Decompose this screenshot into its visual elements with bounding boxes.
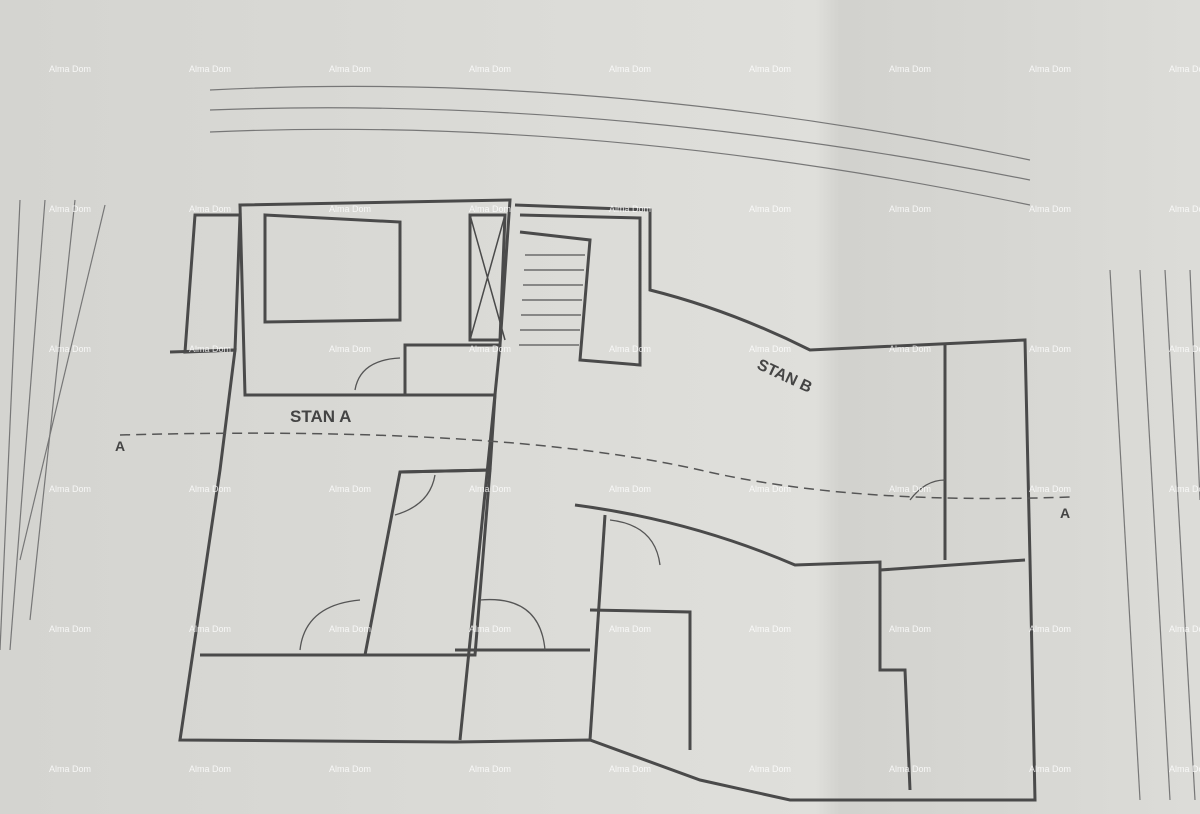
unit-label-stan-a: STAN A bbox=[290, 407, 352, 426]
watermark-text: Alma Dom bbox=[1168, 204, 1200, 214]
watermark-text: Alma Dom bbox=[48, 344, 92, 354]
watermark-text: Alma Dom bbox=[328, 484, 372, 494]
watermark-text: Alma Dom bbox=[608, 204, 652, 214]
watermark-text: Alma Dom bbox=[888, 764, 932, 774]
watermark-text: Alma Dom bbox=[1028, 484, 1072, 494]
section-mark-left: A bbox=[115, 438, 126, 454]
watermark-text: Alma Dom bbox=[48, 764, 92, 774]
watermark-text: Alma Dom bbox=[608, 484, 652, 494]
watermark-text: Alma Dom bbox=[888, 344, 932, 354]
watermark-text: Alma Dom bbox=[1028, 764, 1072, 774]
watermark-text: Alma Dom bbox=[1168, 64, 1200, 74]
watermark-text: Alma Dom bbox=[888, 484, 932, 494]
watermark-text: Alma Dom bbox=[888, 204, 932, 214]
watermark-text: Alma Dom bbox=[1028, 344, 1072, 354]
watermark-text: Alma Dom bbox=[188, 64, 232, 74]
watermark-text: Alma Dom bbox=[1168, 624, 1200, 634]
watermark-text: Alma Dom bbox=[188, 764, 232, 774]
section-line bbox=[119, 432, 1071, 500]
watermark-text: Alma Dom bbox=[608, 764, 652, 774]
watermark-text: Alma Dom bbox=[328, 624, 372, 634]
watermark-text: Alma Dom bbox=[328, 344, 372, 354]
stairs bbox=[519, 254, 585, 346]
dimension-lines bbox=[0, 85, 1200, 801]
watermark-text: Alma Dom bbox=[888, 64, 932, 74]
watermark-text: Alma Dom bbox=[888, 624, 932, 634]
watermark-text: Alma Dom bbox=[468, 484, 512, 494]
watermark-text: Alma Dom bbox=[48, 624, 92, 634]
watermark-text: Alma Dom bbox=[188, 624, 232, 634]
watermark-text: Alma Dom bbox=[608, 624, 652, 634]
watermark-text: Alma Dom bbox=[468, 624, 512, 634]
watermark-text: Alma Dom bbox=[748, 624, 792, 634]
watermark-text: Alma Dom bbox=[328, 204, 372, 214]
watermark-text: Alma Dom bbox=[48, 204, 92, 214]
watermark-text: Alma Dom bbox=[748, 204, 792, 214]
watermark-text: Alma Dom bbox=[1028, 624, 1072, 634]
watermark-text: Alma Dom bbox=[748, 64, 792, 74]
watermark-text: Alma Dom bbox=[48, 484, 92, 494]
watermark-text: Alma Dom bbox=[748, 344, 792, 354]
watermark-text: Alma Dom bbox=[468, 344, 512, 354]
walls bbox=[169, 198, 1037, 802]
watermark-text: Alma Dom bbox=[748, 764, 792, 774]
watermark-text: Alma Dom bbox=[328, 64, 372, 74]
watermark-text: Alma Dom bbox=[1028, 64, 1072, 74]
watermark-text: Alma Dom bbox=[1168, 764, 1200, 774]
watermark-text: Alma Dom bbox=[468, 764, 512, 774]
watermark-text: Alma Dom bbox=[48, 64, 92, 74]
watermark-text: Alma Dom bbox=[468, 204, 512, 214]
watermark-text: Alma Dom bbox=[1028, 204, 1072, 214]
watermark-text: Alma Dom bbox=[468, 64, 512, 74]
watermark-text: Alma Dom bbox=[188, 484, 232, 494]
watermark-text: Alma Dom bbox=[188, 344, 232, 354]
watermark-text: Alma Dom bbox=[608, 344, 652, 354]
watermark-text: Alma Dom bbox=[608, 64, 652, 74]
watermark-text: Alma Dom bbox=[748, 484, 792, 494]
watermark-text: Alma Dom bbox=[188, 204, 232, 214]
section-mark-right: A bbox=[1060, 505, 1071, 521]
watermark-text: Alma Dom bbox=[1168, 344, 1200, 354]
door-arcs bbox=[299, 357, 946, 651]
watermark-text: Alma Dom bbox=[328, 764, 372, 774]
watermark-text: Alma Dom bbox=[1168, 484, 1200, 494]
